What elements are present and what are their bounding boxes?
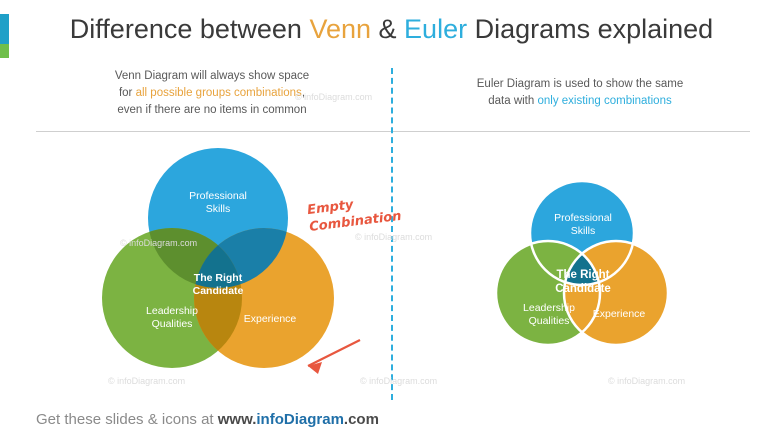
venn-svg xyxy=(102,148,361,374)
watermark: © infoDiagram.com xyxy=(295,92,373,102)
venn-overlap-center xyxy=(194,228,242,288)
caption-euler-line2-pre: data with xyxy=(488,95,538,107)
watermark: © infoDiagram.com xyxy=(608,376,686,386)
caption-venn-line3: even if there are no items in common xyxy=(117,104,307,116)
caption-venn-line2: for all possible groups combinations, xyxy=(62,85,362,102)
footer-prefix: Get these slides & icons at xyxy=(36,411,218,428)
euler-svg xyxy=(494,179,670,347)
euler-overlap-center xyxy=(564,241,600,285)
title-part2: Diagrams explained xyxy=(467,14,714,44)
footer: Get these slides & icons at www.infoDiag… xyxy=(36,411,379,428)
caption-venn: Venn Diagram will always show space for … xyxy=(62,68,362,119)
caption-venn-line2-post: , xyxy=(301,87,306,99)
caption-venn-highlight: all possible groups combinations xyxy=(135,87,302,99)
horizontal-divider xyxy=(36,131,750,132)
footer-brand: infoDiagram xyxy=(256,411,344,428)
watermark: © infoDiagram.com xyxy=(108,376,186,386)
accent-bar-blue xyxy=(0,14,9,58)
annotation-arrow-line xyxy=(307,339,361,367)
euler-outline-top xyxy=(528,179,636,287)
euler-outline-right xyxy=(562,239,670,347)
euler-outline-left xyxy=(494,239,602,347)
caption-euler-line1: Euler Diagram is used to show the same xyxy=(476,78,684,90)
footer-www: www. xyxy=(217,411,257,428)
title-euler: Euler xyxy=(404,14,468,44)
caption-venn-line1: Venn Diagram will always show space xyxy=(114,70,310,82)
annotation-arrow-head xyxy=(308,362,322,374)
caption-euler: Euler Diagram is used to show the same d… xyxy=(420,76,740,110)
vertical-dashed-divider xyxy=(391,68,393,400)
title-part1: Difference between xyxy=(69,14,310,44)
title-amp: & xyxy=(371,14,405,44)
watermark: © infoDiagram.com xyxy=(120,238,198,248)
watermark: © infoDiagram.com xyxy=(360,376,438,386)
title-venn: Venn xyxy=(309,14,372,44)
page-title: Difference between Venn & Euler Diagrams… xyxy=(0,14,783,45)
caption-venn-line2-pre: for xyxy=(118,87,136,99)
watermark: © infoDiagram.com xyxy=(355,232,433,242)
accent-bar-green xyxy=(0,44,9,58)
caption-euler-line2: data with only existing combinations xyxy=(420,93,740,110)
caption-euler-highlight: only existing combinations xyxy=(537,95,672,107)
footer-tld: .com xyxy=(343,411,379,428)
